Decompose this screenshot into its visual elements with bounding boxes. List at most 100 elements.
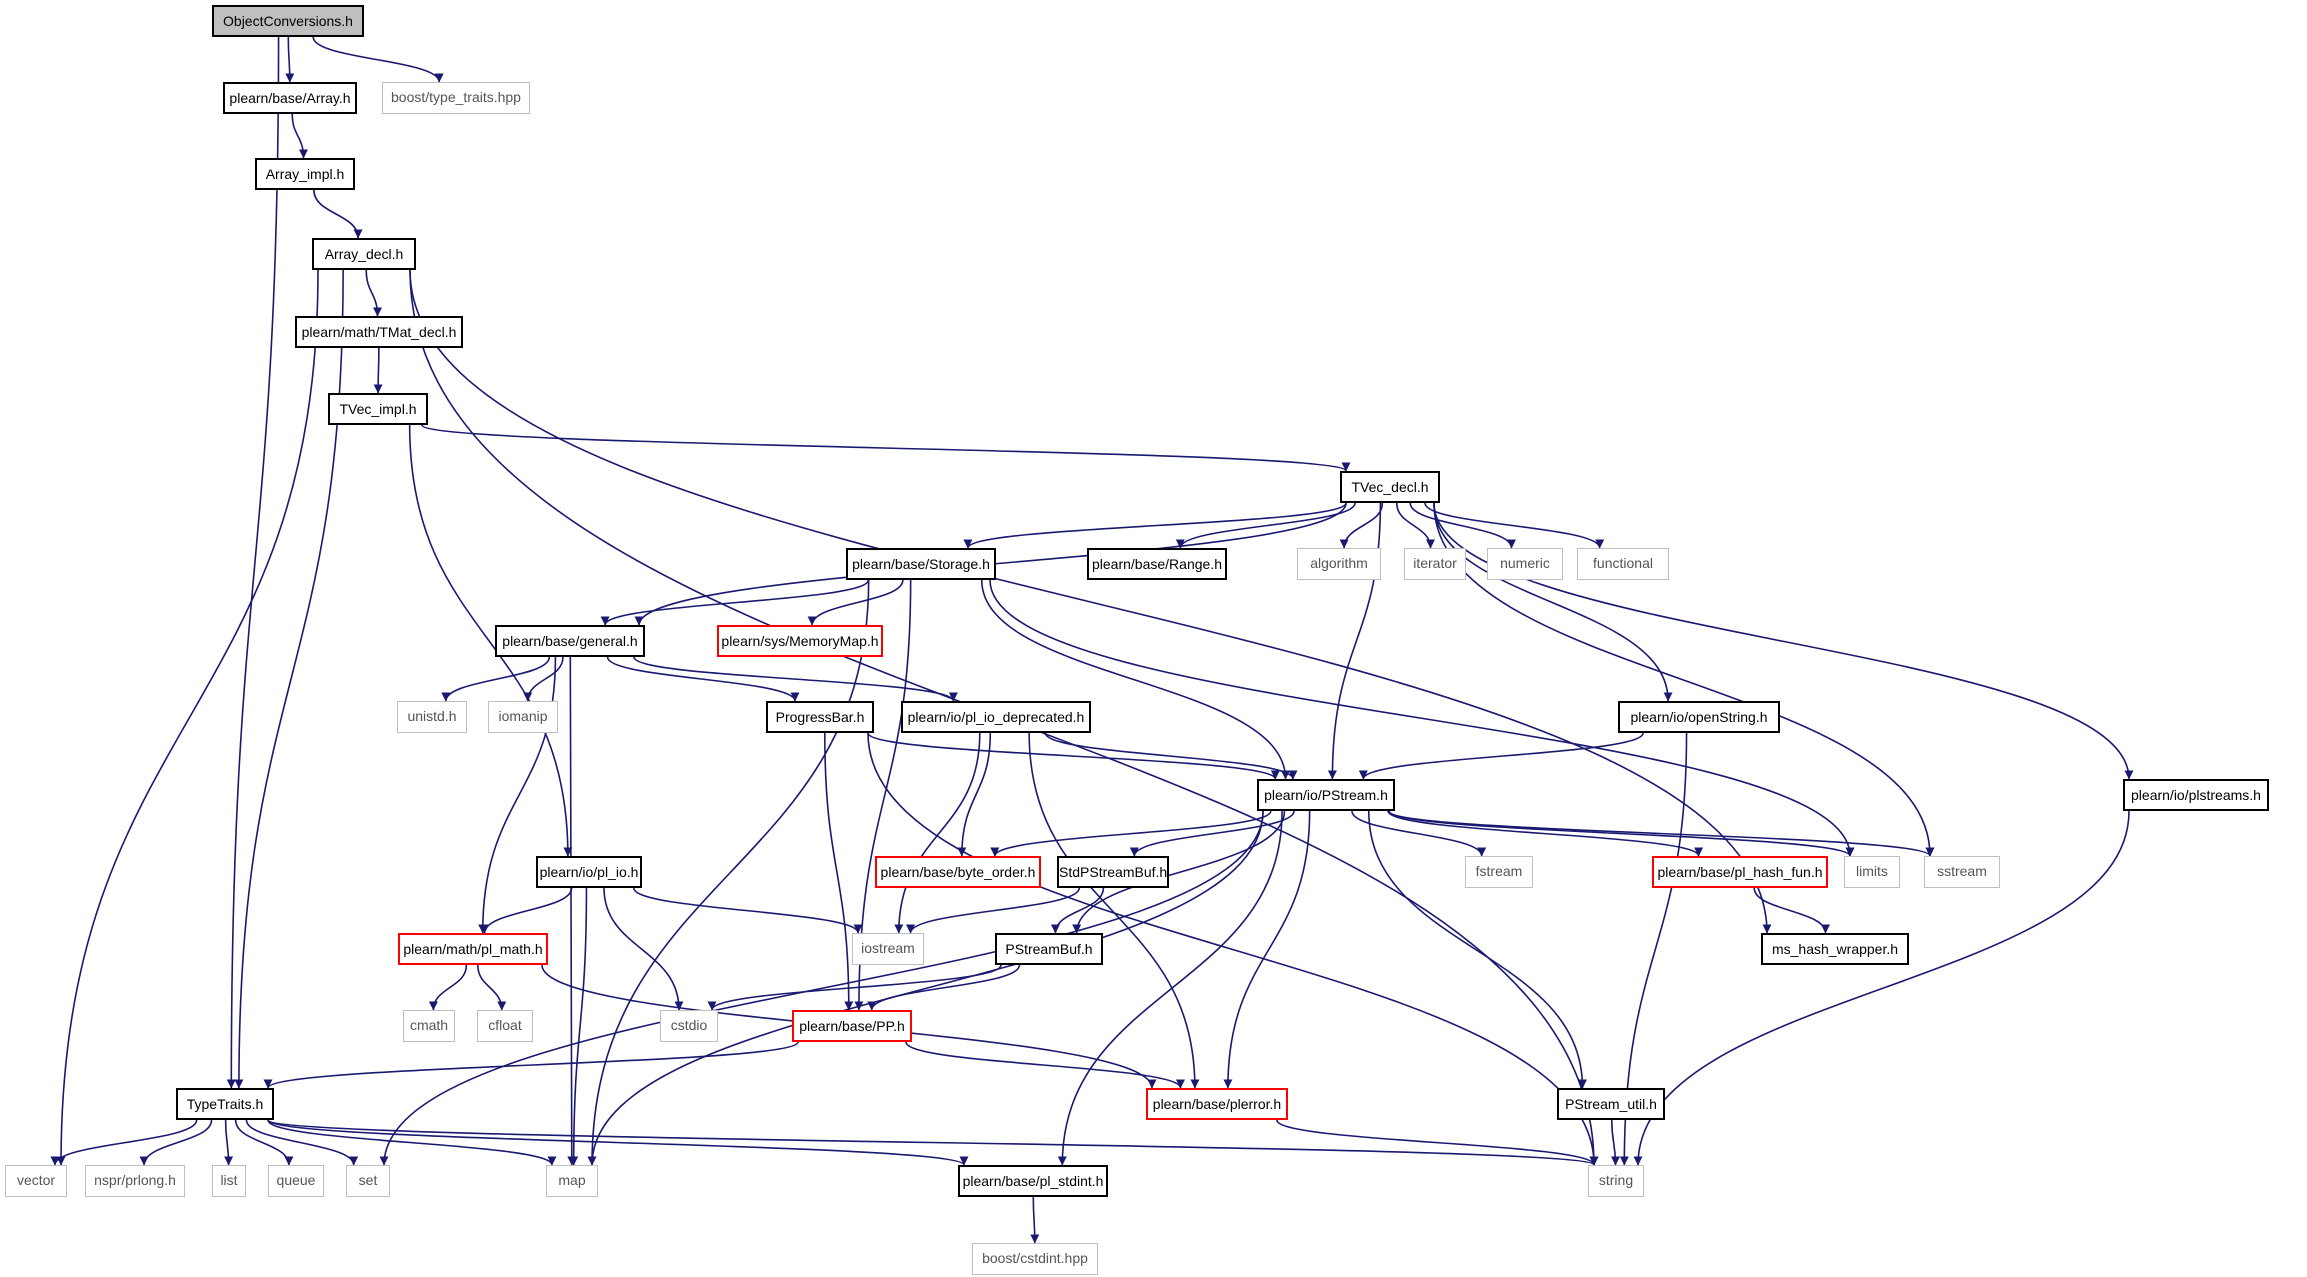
node-pl-hash-fun[interactable]: plearn/base/pl_hash_fun.h <box>1652 856 1828 888</box>
edge-pl-io-to-cstdio <box>603 887 684 1011</box>
node-functional: functional <box>1577 548 1669 580</box>
node-vector: vector <box>5 1165 67 1197</box>
node-sstream: sstream <box>1924 856 2000 888</box>
edge-pstream-to-fstream <box>1351 810 1487 857</box>
edge-pp-to-type-traits <box>263 1041 799 1089</box>
node-prlong: nspr/prlong.h <box>85 1165 185 1197</box>
node-open-string[interactable]: plearn/io/openString.h <box>1618 701 1780 733</box>
edge-general-to-pl-math <box>478 656 557 934</box>
node-cstdint: boost/cstdint.hpp <box>972 1243 1098 1275</box>
edge-pstream-to-limits <box>1388 810 1855 857</box>
edge-pstream-util-to-string <box>1610 1119 1620 1166</box>
node-pstream-buf[interactable]: PStreamBuf.h <box>995 933 1103 965</box>
edge-storage-to-memory-map <box>807 579 904 626</box>
edge-object-conversions-to-type-traits <box>312 36 444 83</box>
node-object-conversions: ObjectConversions.h <box>212 5 364 37</box>
node-pl-io[interactable]: plearn/io/pl_io.h <box>536 856 642 888</box>
node-plerror[interactable]: plearn/base/plerror.h <box>1146 1088 1288 1120</box>
node-numeric: numeric <box>1487 548 1563 580</box>
edge-pl-io-to-map <box>569 887 588 1166</box>
edge-pstream-to-byte-order <box>990 810 1272 857</box>
edge-tvec-decl-to-open-string <box>1433 502 1673 702</box>
node-tvec-decl[interactable]: TVec_decl.h <box>1340 471 1440 503</box>
edge-storage-to-pstream <box>980 579 1290 780</box>
edge-tvec-decl-to-numeric <box>1409 502 1516 549</box>
edge-open-string-to-pstream <box>1358 732 1644 780</box>
edge-type-traits-to-map <box>267 1119 557 1166</box>
edge-tvec-decl-to-iterator <box>1395 502 1435 549</box>
edge-type-traits-to-pl-stdint <box>267 1119 969 1166</box>
node-pp[interactable]: plearn/base/PP.h <box>792 1010 912 1042</box>
node-fstream: fstream <box>1465 856 1533 888</box>
node-std-pstream-buf[interactable]: StdPStreamBuf.h <box>1057 856 1169 888</box>
node-pstream[interactable]: plearn/io/PStream.h <box>1257 779 1395 811</box>
edge-tvec-decl-to-algorithm <box>1339 502 1384 549</box>
node-general[interactable]: plearn/base/general.h <box>495 625 645 657</box>
edge-plerror-to-string <box>1276 1119 1599 1166</box>
node-pl-math[interactable]: plearn/math/pl_math.h <box>398 933 548 965</box>
edge-pl-io-deprecated-to-byte-order <box>957 732 992 857</box>
node-array-impl[interactable]: Array_impl.h <box>255 158 355 190</box>
node-cstdio: cstdio <box>660 1010 718 1042</box>
edge-pstream-to-plerror <box>1223 810 1311 1089</box>
edge-array-decl-to-vector <box>56 269 319 1166</box>
edge-tvec-impl-to-tvec-decl <box>421 424 1351 472</box>
node-unistd: unistd.h <box>397 701 467 733</box>
edge-progress-bar-to-pp <box>824 732 854 1011</box>
node-type-traits[interactable]: TypeTraits.h <box>176 1088 274 1120</box>
edge-pl-math-to-cmath <box>428 964 468 1011</box>
edge-general-to-pl-io-deprecated <box>633 656 958 702</box>
edge-type-traits-to-set <box>245 1119 359 1166</box>
node-map: map <box>546 1165 598 1197</box>
edge-general-to-progress-bar <box>606 656 800 702</box>
edge-tvec-decl-to-functional <box>1424 502 1605 549</box>
edge-tvec-impl-to-pl-io <box>408 424 573 857</box>
edge-std-pstream-buf-to-pstream-buf <box>1050 887 1105 934</box>
node-memory-map[interactable]: plearn/sys/MemoryMap.h <box>717 625 883 657</box>
node-range[interactable]: plearn/base/Range.h <box>1087 548 1227 580</box>
edge-type-traits-to-list <box>224 1119 234 1166</box>
node-array-decl[interactable]: Array_decl.h <box>312 238 416 270</box>
node-plstreams[interactable]: plearn/io/plstreams.h <box>2123 779 2269 811</box>
node-byte-order[interactable]: plearn/base/byte_order.h <box>875 856 1041 888</box>
edge-pl-io-deprecated-to-iostream <box>894 732 981 934</box>
edge-storage-to-map <box>587 579 870 1166</box>
edge-type-traits-to-prlong <box>139 1119 213 1166</box>
edge-pp-to-plerror <box>905 1041 1185 1089</box>
node-pstream-util[interactable]: PStream_util.h <box>1557 1088 1665 1120</box>
edge-pl-math-to-cfloat <box>477 964 507 1011</box>
node-pl-stdint[interactable]: plearn/base/pl_stdint.h <box>958 1165 1108 1197</box>
edge-pstream-to-set <box>379 810 1264 1166</box>
edge-progress-bar-to-string <box>867 732 1599 1166</box>
node-iomanip: iomanip <box>488 701 558 733</box>
node-tvec-impl[interactable]: TVec_impl.h <box>328 393 428 425</box>
node-limits: limits <box>1844 856 1900 888</box>
edge-progress-bar-to-pstream <box>867 732 1280 780</box>
edge-pstream-to-pl-hash-fun <box>1387 810 1703 857</box>
edge-storage-to-limits <box>989 579 1855 857</box>
node-type-traits: boost/type_traits.hpp <box>382 82 530 114</box>
node-ms-hash-wrapper[interactable]: ms_hash_wrapper.h <box>1761 933 1909 965</box>
edge-pl-stdint-to-cstdint <box>1030 1196 1040 1244</box>
node-progress-bar[interactable]: ProgressBar.h <box>766 701 874 733</box>
node-algorithm: algorithm <box>1297 548 1381 580</box>
edge-storage-to-general <box>600 579 870 626</box>
node-pl-io-deprecated[interactable]: plearn/io/pl_io_deprecated.h <box>901 701 1091 733</box>
node-set: set <box>346 1165 390 1197</box>
edge-open-string-to-string <box>1619 732 1688 1166</box>
node-tmat-decl[interactable]: plearn/math/TMat_decl.h <box>295 316 463 348</box>
edge-pl-io-deprecated-to-plerror <box>1028 732 1200 1089</box>
edge-tvec-decl-to-plstreams <box>1433 502 2134 780</box>
edge-pl-hash-fun-to-ms-hash-wrapper <box>1753 887 1830 934</box>
edge-array-decl-to-ms-hash-wrapper <box>409 269 1772 934</box>
node-iterator: iterator <box>1404 548 1466 580</box>
edge-general-to-map <box>567 656 577 1166</box>
edge-pstream-buf-to-cstdio <box>707 964 1002 1011</box>
edge-pstream-to-pstream-buf <box>1072 810 1286 934</box>
node-array[interactable]: plearn/base/Array.h <box>223 82 357 114</box>
edge-tvec-decl-to-pstream <box>1327 502 1382 780</box>
node-string: string <box>1588 1165 1644 1197</box>
node-storage[interactable]: plearn/base/Storage.h <box>846 548 996 580</box>
